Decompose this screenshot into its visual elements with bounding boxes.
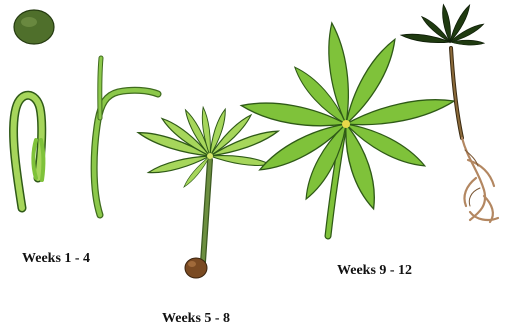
stage-label-weeks-5-8: Weeks 5 - 8 (162, 311, 230, 327)
germinating-sprout-illustration (14, 95, 44, 208)
young-seedling-illustration (137, 107, 280, 278)
stage-label-weeks-9-12: Weeks 9 - 12 (337, 263, 412, 279)
seed-illustration (14, 10, 54, 44)
mature-plant-illustration (240, 22, 456, 236)
stage-label-weeks-1-4: Weeks 1 - 4 (22, 251, 90, 267)
